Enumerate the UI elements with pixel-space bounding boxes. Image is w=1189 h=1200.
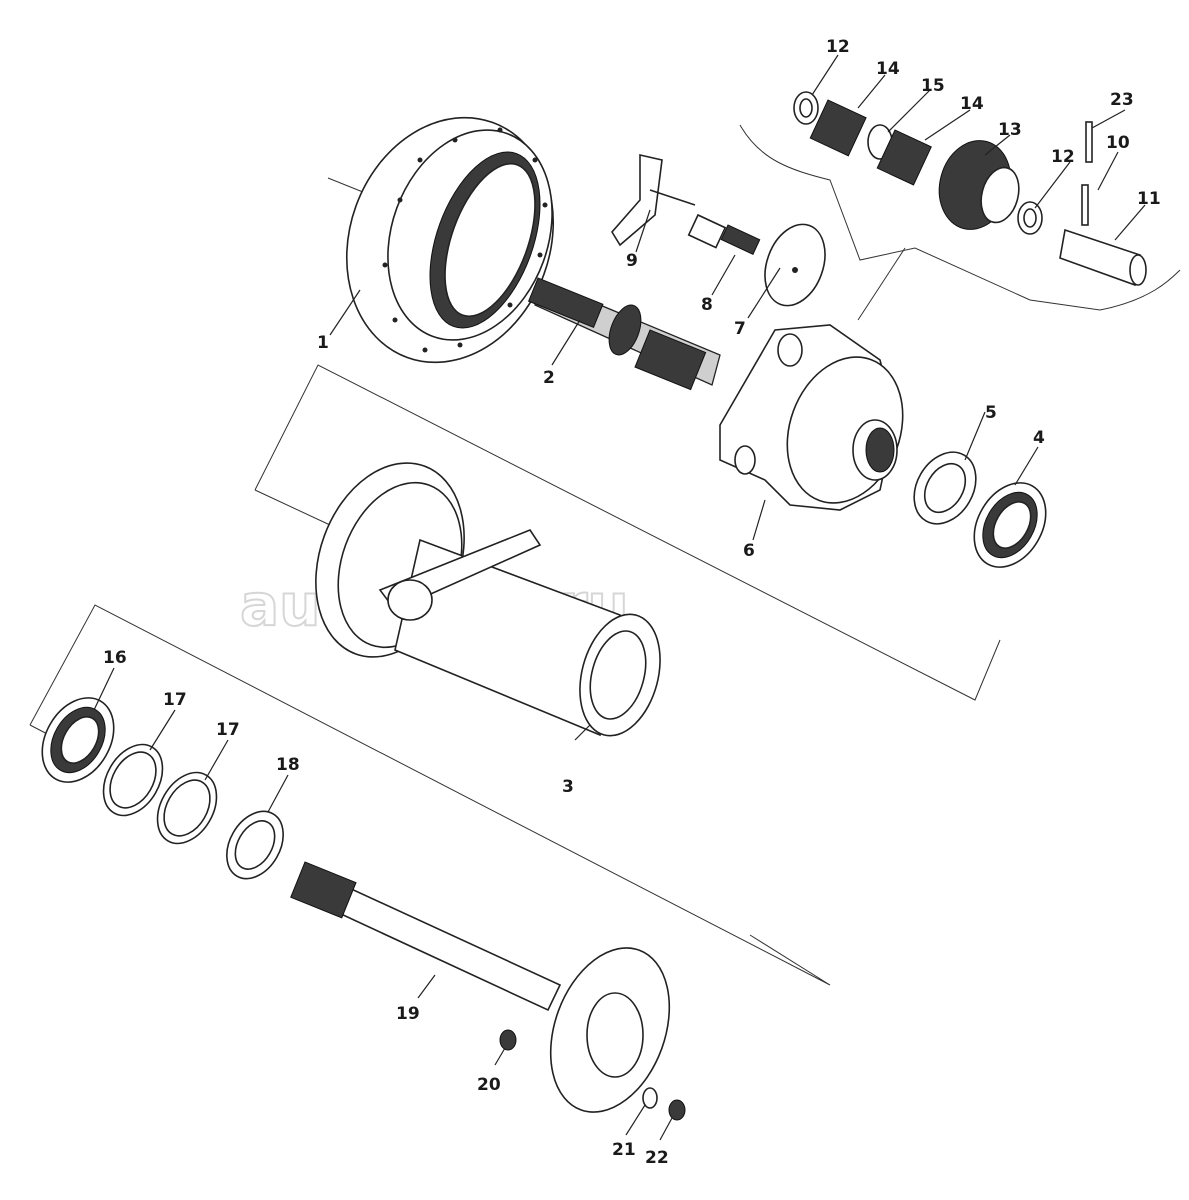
label-part-12-top: 12 (826, 37, 850, 57)
outer-bearing (41, 697, 115, 783)
label-part-3: 3 (562, 777, 574, 797)
label-part-18: 18 (276, 755, 300, 775)
axle-housing (315, 462, 661, 737)
axle-shaft (290, 861, 671, 1113)
label-part-20: 20 (477, 1075, 501, 1095)
spline-shaft (527, 277, 721, 391)
lock-washer (642, 1087, 658, 1109)
label-part-21: 21 (612, 1140, 636, 1160)
label-part-12-right: 12 (1051, 147, 1075, 167)
label-part-1: 1 (317, 333, 329, 353)
nut (668, 1099, 686, 1121)
label-part-17-left: 17 (163, 690, 187, 710)
label-part-23: 23 (1110, 90, 1134, 110)
washer (764, 223, 826, 307)
label-part-2: 2 (543, 368, 555, 388)
planet-carrier (719, 324, 904, 511)
bracket (611, 153, 696, 247)
label-part-4: 4 (1033, 428, 1045, 448)
label-part-5: 5 (985, 403, 997, 423)
ring-gear (345, 116, 555, 364)
stud-bolt (499, 1029, 517, 1051)
assembly-boundary-lines (29, 124, 1181, 986)
bolt (687, 213, 761, 255)
label-part-6: 6 (743, 541, 755, 561)
bearing (973, 482, 1047, 568)
leader-lines (93, 54, 1146, 1141)
label-part-10: 10 (1106, 133, 1130, 153)
label-part-14-right: 14 (960, 94, 984, 114)
label-part-7: 7 (734, 319, 746, 339)
label-part-8: 8 (701, 295, 713, 315)
label-part-15: 15 (921, 76, 945, 96)
label-part-22: 22 (645, 1148, 669, 1168)
label-part-14-left: 14 (876, 59, 900, 79)
planet-gear-set (793, 91, 1147, 287)
label-part-9: 9 (626, 251, 638, 271)
label-part-16: 16 (103, 648, 127, 668)
label-part-17-right: 17 (216, 720, 240, 740)
label-part-13: 13 (998, 120, 1022, 140)
label-part-11: 11 (1137, 189, 1161, 209)
label-part-19: 19 (396, 1004, 420, 1024)
